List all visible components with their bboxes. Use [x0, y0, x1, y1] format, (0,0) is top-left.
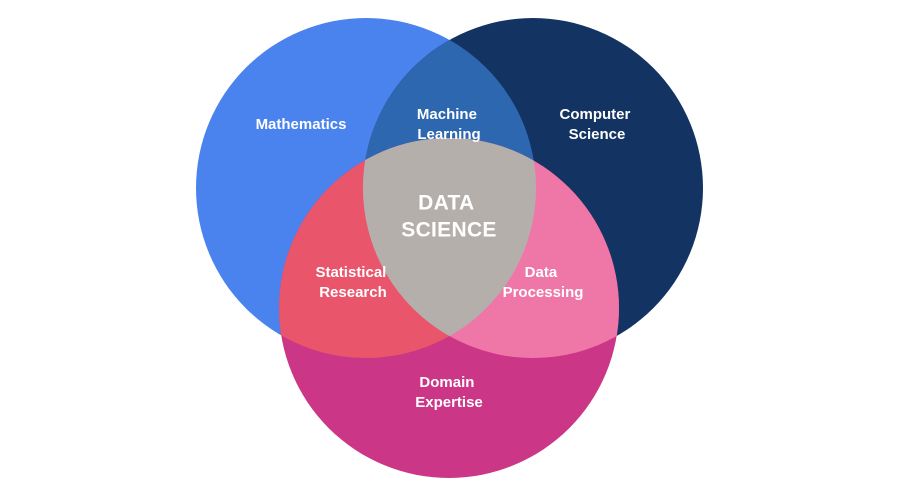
intersection-label-data-processing-line1: Data [525, 264, 558, 281]
intersection-label-statistical-research: Statistical Research [315, 264, 390, 301]
set-label-computer-science: Computer Science [559, 106, 634, 143]
set-label-computer-science-line2: Science [569, 126, 626, 143]
intersection-label-data-processing: Data Processing [503, 264, 584, 301]
set-label-computer-science-line1: Computer [559, 106, 630, 123]
intersection-label-data-processing-line2: Processing [503, 284, 584, 301]
set-label-domain-expertise: Domain Expertise [415, 374, 483, 411]
intersection-label-statistical-research-line1: Statistical [315, 264, 386, 281]
set-label-domain-expertise-line2: Expertise [415, 394, 483, 411]
center-label-line2: SCIENCE [401, 218, 496, 241]
set-label-domain-expertise-line1: Domain [419, 374, 474, 391]
set-label-mathematics: Mathematics [256, 116, 347, 133]
intersection-label-machine-learning-line2: Learning [417, 126, 480, 143]
intersection-label-machine-learning-line1: Machine [417, 106, 477, 123]
center-label-line1: DATA [418, 191, 474, 214]
center-label-data-science: DATA SCIENCE [401, 191, 496, 241]
intersection-label-machine-learning: Machine Learning [417, 106, 481, 143]
intersection-label-statistical-research-line2: Research [319, 284, 387, 301]
set-label-mathematics-line1: Mathematics [256, 116, 347, 133]
